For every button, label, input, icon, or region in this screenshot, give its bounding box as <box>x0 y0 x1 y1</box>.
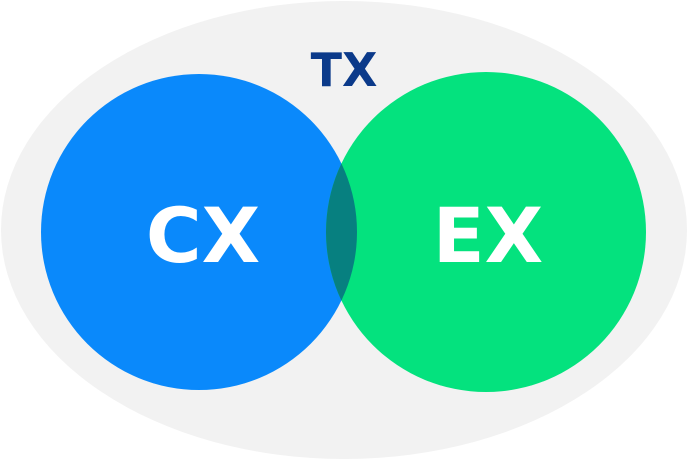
right-label: EX <box>433 191 544 280</box>
left-label: CX <box>146 191 260 280</box>
left-circle <box>41 74 357 390</box>
right-circle <box>326 72 646 392</box>
outer-label: TX <box>311 43 378 97</box>
